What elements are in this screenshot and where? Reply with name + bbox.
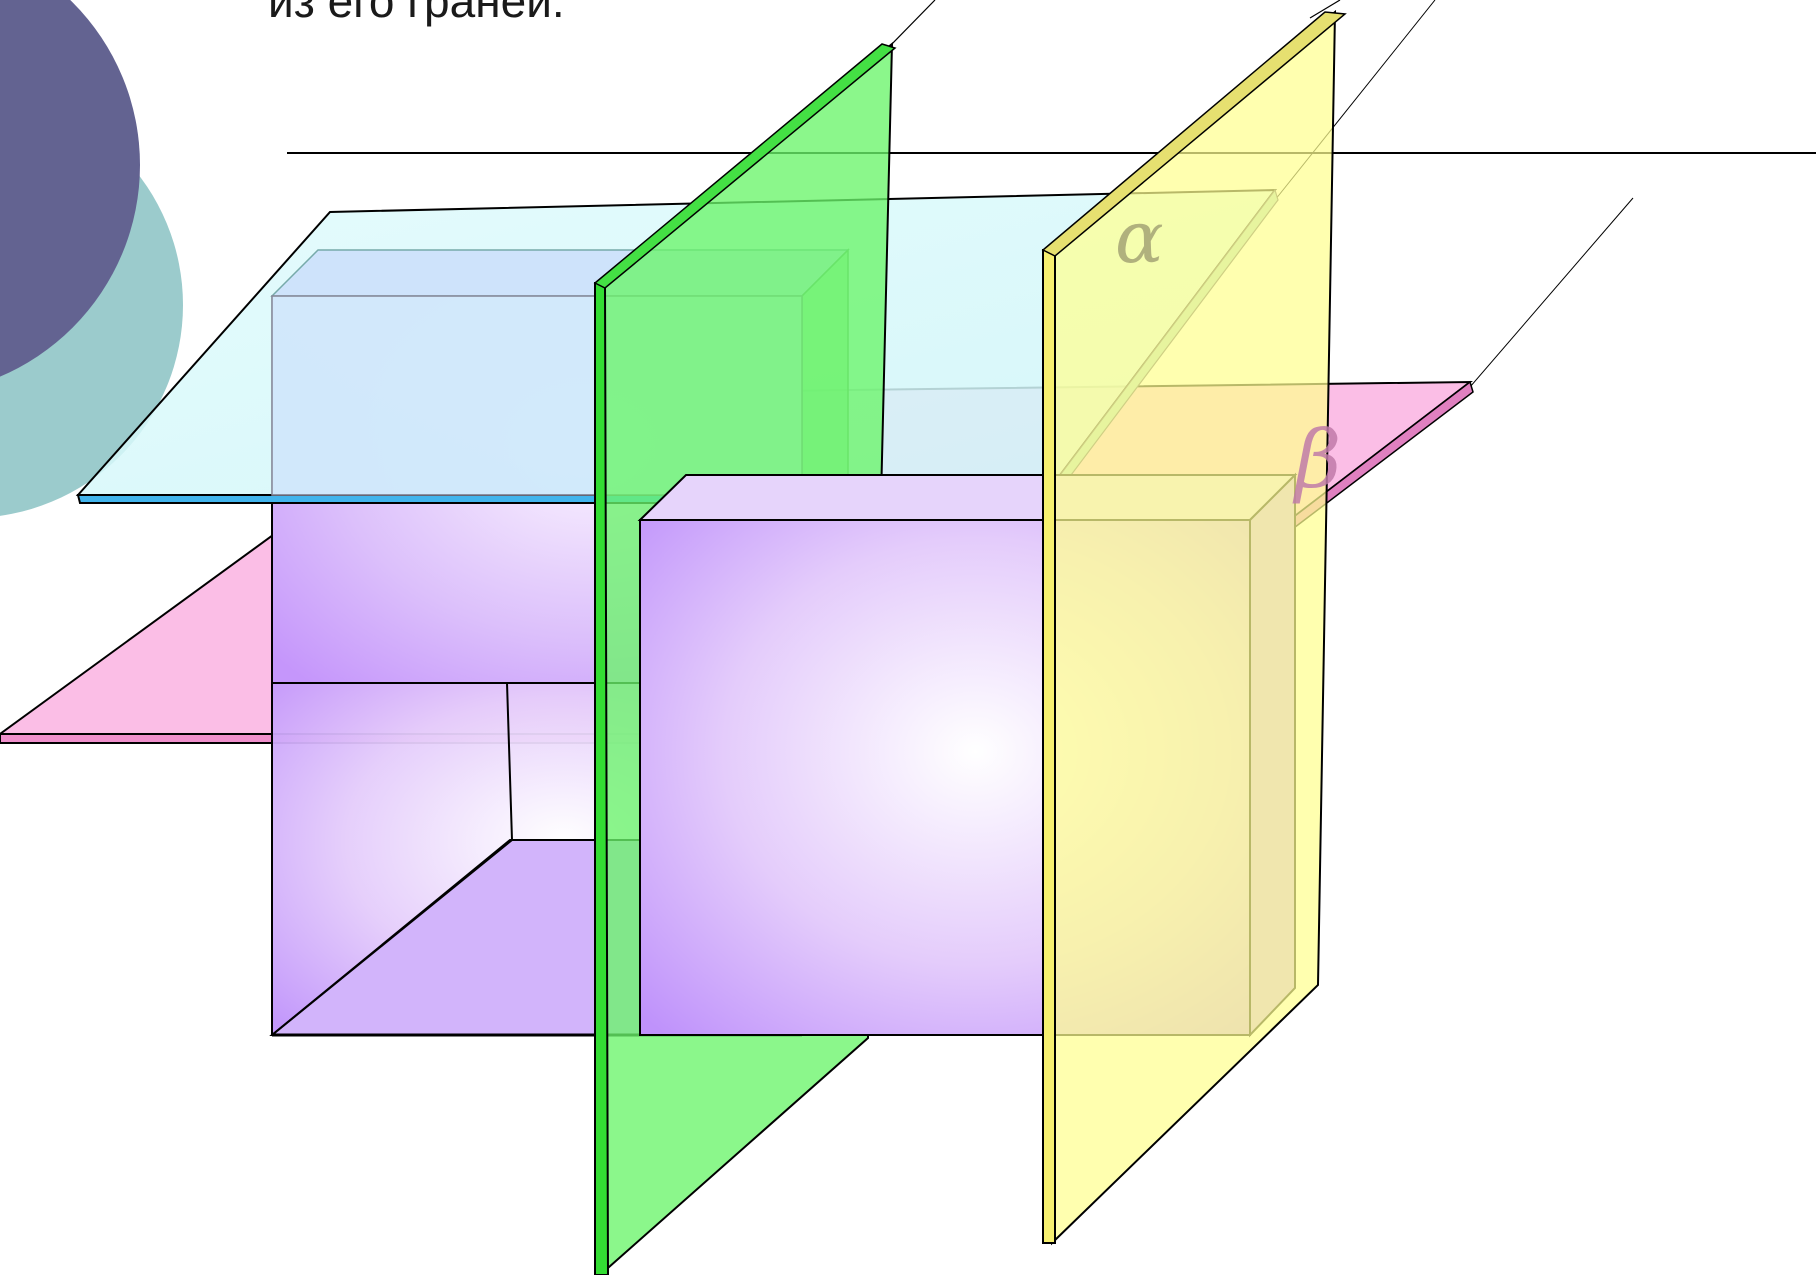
slide-text-line: из его граней. <box>268 0 565 27</box>
label-alpha: α <box>1115 195 1164 279</box>
extension-line-1 <box>887 0 936 49</box>
plane-green-edge <box>594 282 610 1275</box>
label-beta: β <box>1292 413 1341 506</box>
plane-alpha-edge <box>1042 249 1056 1244</box>
box-back-inner-edge <box>271 682 514 1036</box>
plane-alpha-top-edge <box>1041 11 1347 257</box>
deco-circle-dark <box>0 0 140 377</box>
plane-alpha <box>1041 9 1347 1246</box>
slide-decoration <box>0 0 183 516</box>
extension-line-4 <box>1469 197 1634 388</box>
plane-green-top-edge <box>593 43 897 289</box>
extension-line-2 <box>1309 0 1341 19</box>
